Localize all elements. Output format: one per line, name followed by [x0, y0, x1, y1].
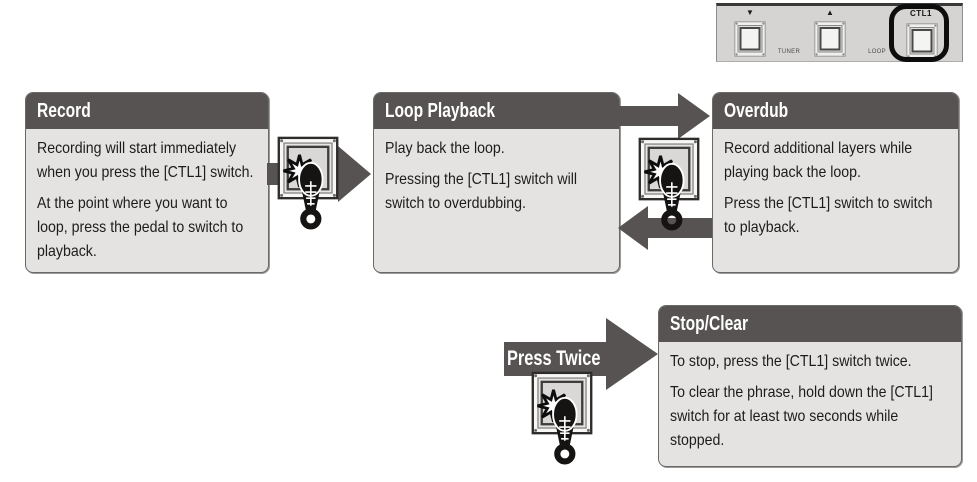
pedalboard-panel: ▼ ▲ CTL1 TUNER LOOP — [716, 3, 963, 62]
box-paragraph: To clear the phrase, hold down the [CTL1… — [670, 384, 933, 449]
pedal-press-icon — [276, 136, 340, 234]
arrow-loop-to-overdub-icon — [618, 93, 710, 139]
stop-clear-box-title: Stop/Clear — [659, 306, 961, 342]
ctl1-switch-label: CTL1 — [910, 9, 932, 18]
overdub-box-title: Overdub — [713, 93, 958, 129]
tuner-label: TUNER — [777, 49, 801, 55]
loop-label: LOOP — [868, 49, 886, 55]
loop-playback-box: Loop Playback Play back the loop. Pressi… — [373, 92, 620, 273]
press-twice-label: Press Twice — [507, 347, 601, 370]
stop-clear-box-body: To stop, press the [CTL1] switch twice. … — [659, 342, 961, 453]
up-arrow-switch-label: ▲ — [826, 8, 834, 17]
overdub-box-body: Record additional layers while playing b… — [713, 129, 958, 240]
record-box: Record Recording will start immediately … — [25, 92, 269, 273]
overdub-box: Overdub Record additional layers while p… — [712, 92, 959, 273]
ctl1-highlight-ring — [889, 4, 949, 62]
loop-playback-box-title: Loop Playback — [374, 93, 619, 129]
loop-playback-box-body: Play back the loop. Pressing the [CTL1] … — [374, 129, 619, 216]
box-paragraph: To stop, press the [CTL1] switch twice. — [670, 353, 912, 370]
down-arrow-switch-label: ▼ — [746, 8, 754, 17]
record-box-title: Record — [26, 93, 268, 129]
box-paragraph: Record additional layers while playing b… — [724, 140, 913, 181]
record-box-body: Recording will start immediately when yo… — [26, 129, 268, 264]
box-paragraph: Pressing the [CTL1] switch will switch t… — [385, 171, 578, 212]
stop-clear-box: Stop/Clear To stop, press the [CTL1] swi… — [658, 305, 962, 467]
box-paragraph: Recording will start immediately when yo… — [37, 140, 254, 181]
up-footswitch-icon — [814, 21, 846, 57]
pedal-press-icon — [637, 137, 701, 235]
box-paragraph: Play back the loop. — [385, 140, 505, 157]
down-footswitch-icon — [734, 21, 766, 57]
box-paragraph: At the point where you want to loop, pre… — [37, 195, 244, 260]
pedal-press-icon — [530, 371, 594, 469]
box-paragraph: Press the [CTL1] switch to switch to pla… — [724, 195, 933, 236]
